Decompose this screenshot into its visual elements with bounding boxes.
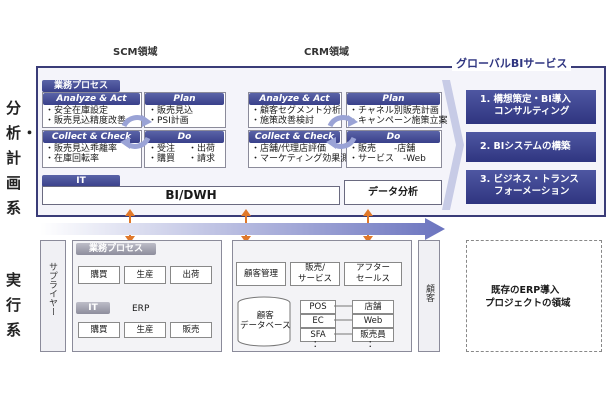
scm-do-item-4: ・請求 bbox=[188, 154, 216, 164]
channel-dots-left: ： bbox=[313, 340, 323, 350]
scm-collect-item-2: ・在庫回転率 bbox=[45, 154, 100, 164]
crm-analyze-item-1: ・顧客セグメント分析 bbox=[251, 106, 342, 116]
crm-cycle-icon bbox=[326, 115, 358, 149]
scm-do-header: Do bbox=[145, 131, 224, 143]
bi-dwh-label: BI/DWH bbox=[165, 188, 217, 202]
bi-dwh-bar: BI/DWH bbox=[42, 186, 340, 205]
crm-do-header: Do bbox=[347, 131, 440, 143]
erp-note-line-2: プロジェクトの領域 bbox=[485, 298, 571, 309]
channel-connectors bbox=[334, 305, 352, 335]
channel-pos: POS bbox=[300, 300, 336, 314]
supplier-box bbox=[40, 240, 66, 352]
service-1-num: 1. bbox=[480, 94, 491, 105]
analysis-row-label: 分析・計画系 bbox=[6, 96, 39, 221]
crm-analyze-header: Analyze & Act bbox=[249, 93, 340, 105]
erp-label: ERP bbox=[132, 304, 150, 314]
scm-analyze-header: Analyze & Act bbox=[43, 93, 140, 105]
scm-do-item-2: ・購買 bbox=[148, 154, 176, 164]
channel-ec: EC bbox=[300, 314, 336, 328]
supplier-label: サプライヤー bbox=[47, 262, 57, 316]
scm-plan-item-1: ・販売見込 bbox=[148, 106, 194, 116]
scm-analyze-item-2: ・販売見込精度改善 bbox=[45, 116, 127, 126]
erp-note-box bbox=[466, 240, 602, 352]
scm-collect-header: Collect & Check bbox=[43, 131, 140, 143]
scm-cycle-icon bbox=[120, 115, 152, 149]
data-analysis-label: データ分析 bbox=[368, 187, 418, 198]
crm-plan-header: Plan bbox=[347, 93, 440, 105]
exec-purchase-step: 購買 bbox=[78, 266, 120, 284]
erp-purchase-cell: 購買 bbox=[78, 322, 120, 338]
customer-db-icon bbox=[237, 296, 291, 347]
execution-row-label: 実行系 bbox=[6, 268, 36, 343]
scm-business-process-tag: 業務プロセス bbox=[42, 80, 120, 92]
service-3: 3. ビジネス・トランス フォーメーション bbox=[466, 170, 596, 204]
crm-do-item-2: ・サービス -Web bbox=[349, 154, 426, 164]
customer-db-label: 顧客 データベース bbox=[240, 311, 291, 331]
service-1-line-2: コンサルティング bbox=[494, 106, 570, 117]
crm-plan-item-1: ・チャネル別販売計画 bbox=[349, 106, 439, 116]
service-1: 1. 構想策定・BI導入 コンサルティング bbox=[466, 90, 596, 124]
customer-box bbox=[418, 240, 440, 352]
channel-store: 店舗 bbox=[352, 300, 394, 314]
scm-analyze-item-1: ・安全在庫設定 bbox=[45, 106, 109, 116]
erp-note-line-1: 既存のERP導入 bbox=[491, 285, 560, 296]
bi-arrow-shape bbox=[442, 80, 464, 210]
scm-collect-item-1: ・販売見込乖離率 bbox=[45, 144, 118, 154]
erp-sales-cell: 販売 bbox=[170, 322, 212, 338]
exec-it-tag: IT bbox=[76, 302, 110, 314]
crm-plan-item-2: ・キャンペーン施策立案 bbox=[349, 116, 448, 126]
exec-production-step: 生産 bbox=[124, 266, 166, 284]
crm-collect-item-1: ・店舗/代理店評価 bbox=[251, 144, 327, 154]
exec-business-process-tag: 業務プロセス bbox=[76, 243, 156, 255]
service-2: 2. BIシステムの構築 bbox=[466, 132, 596, 162]
channel-salesperson: 販売員 bbox=[352, 328, 394, 342]
analysis-it-tag: IT bbox=[42, 175, 120, 187]
service-1-line-1: 構想策定・BI導入 bbox=[493, 94, 571, 105]
crm-analyze-item-2: ・施策改善検討 bbox=[251, 116, 315, 126]
channel-web: Web bbox=[352, 314, 394, 328]
data-analysis-bar: データ分析 bbox=[344, 180, 442, 205]
scm-plan-header: Plan bbox=[145, 93, 224, 105]
service-2-num: 2. bbox=[480, 141, 491, 152]
service-3-line-1: ビジネス・トランス bbox=[493, 174, 579, 185]
scm-plan-item-2: ・PSI計画 bbox=[148, 116, 189, 126]
sales-service-step: 販売/ サービス bbox=[290, 262, 340, 286]
channel-sfa: SFA bbox=[300, 328, 336, 342]
scm-do-item-3: ・出荷 bbox=[188, 144, 216, 154]
crm-collect-header: Collect & Check bbox=[249, 131, 340, 143]
global-bi-title: グローバルBIサービス bbox=[452, 57, 572, 71]
scm-header: SCM領域 bbox=[113, 47, 158, 58]
crm-collect-item-2: ・マーケティング効果測定 bbox=[251, 154, 359, 164]
analysis-row-text: 分析・計画系 bbox=[6, 99, 39, 217]
crm-header: CRM領域 bbox=[304, 47, 349, 58]
after-sales-step: アフター セールス bbox=[344, 262, 402, 286]
customer-label: 顧客 bbox=[424, 284, 434, 302]
service-3-line-2: フォーメーション bbox=[494, 186, 570, 197]
execution-row-text: 実行系 bbox=[6, 271, 23, 339]
customer-mgmt-step: 顧客管理 bbox=[236, 262, 286, 286]
exec-shipping-step: 出荷 bbox=[170, 266, 212, 284]
service-3-num: 3. bbox=[480, 174, 491, 185]
service-2-line-1: BIシステムの構築 bbox=[493, 141, 571, 152]
scm-do-item-1: ・受注 bbox=[148, 144, 176, 154]
erp-production-cell: 生産 bbox=[124, 322, 166, 338]
flow-arrow-shape bbox=[40, 218, 445, 240]
channel-dots-right: ： bbox=[368, 340, 378, 350]
crm-do-item-1: ・販売 -店舗 bbox=[349, 144, 416, 154]
